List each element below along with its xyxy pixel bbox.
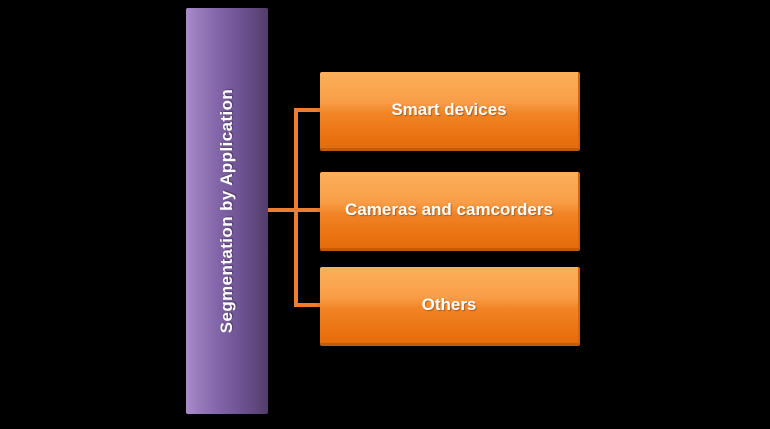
connector-stub-others [294, 303, 320, 307]
child-node-label: Cameras and camcorders [345, 200, 553, 219]
child-node-cameras-and-camcorders: Cameras and camcorders [320, 172, 580, 251]
child-node-others: Others [320, 267, 580, 346]
child-node-label: Others [421, 295, 477, 314]
root-node-segmentation-by-application: Segmentation by Application [186, 8, 268, 414]
connector-stub-smart-devices [294, 108, 320, 112]
root-node-label: Segmentation by Application [217, 88, 237, 334]
child-node-label: Smart devices [391, 100, 507, 119]
connector-vertical-spine [294, 108, 298, 307]
child-node-smart-devices: Smart devices [320, 72, 580, 151]
